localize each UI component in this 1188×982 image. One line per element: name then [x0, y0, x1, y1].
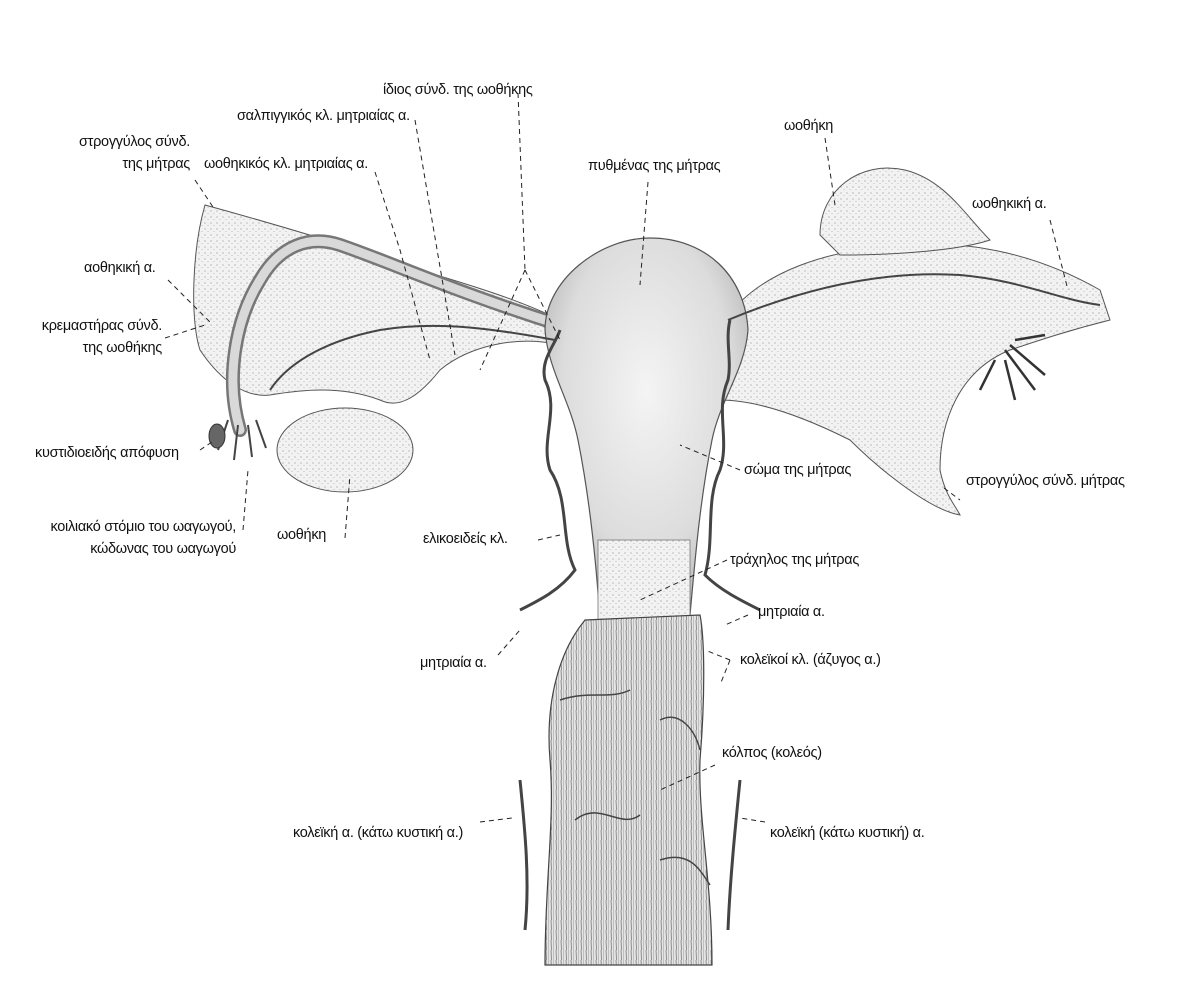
label-pythmenas: πυθμένας της μήτρας	[588, 158, 720, 175]
label-strog-syndesmos-left-1: στρογγύλος σύνδ.	[40, 134, 190, 151]
label-salpiggikos-kladios: σαλπιγγικός κλ. μητριαίας α.	[237, 108, 410, 125]
label-koiliako-2: κώδωνας του ωαγωγού	[10, 541, 236, 558]
label-koleikoi: κολεϊκοί κλ. (άζυγος α.)	[740, 652, 881, 669]
label-mitriaia-left: μητριαία α.	[420, 655, 487, 672]
label-mitriaia-right: μητριαία α.	[758, 604, 825, 621]
label-koleiki-left: κολεϊκή α. (κάτω κυστική α.)	[293, 825, 463, 842]
label-koiliako-1: κοιλιακό στόμιο του ωαγωγού,	[10, 519, 236, 536]
label-strog-syndesmos-left-2: της μήτρας	[40, 156, 190, 173]
label-kremastiras-2: της ωοθήκης	[10, 340, 162, 357]
left-ovary	[277, 408, 413, 492]
label-idios-syndesmos: ίδιος σύνδ. της ωοθήκης	[383, 82, 533, 99]
label-trachilos: τράχηλος της μήτρας	[730, 552, 859, 569]
label-kystidioeidis: κυστιδιοειδής απόφυση	[35, 445, 179, 462]
label-oothiki-top: ωοθήκη	[784, 118, 833, 135]
label-strog-syndesmos-right: στρογγύλος σύνδ. μήτρας	[966, 473, 1125, 490]
appendix-vesiculosa	[209, 424, 225, 448]
label-kremastiras-1: κρεμαστήρας σύνδ.	[10, 318, 162, 335]
label-oothiki-bottom: ωοθήκη	[277, 527, 326, 544]
label-oothikikos-kladios: ωοθηκικός κλ. μητριαίας α.	[204, 156, 368, 173]
label-soma: σώμα της μήτρας	[744, 462, 851, 479]
cervix	[598, 540, 690, 622]
label-oothiki-arteria-right: ωοθηκική α.	[972, 196, 1046, 213]
label-oothiki-arteria-left: αοθηκική α.	[84, 260, 156, 277]
label-elikoeideis: ελικοειδείς κλ.	[423, 531, 508, 548]
label-kolpos: κόλπος (κολεός)	[722, 745, 822, 762]
label-koleiki-right: κολεϊκή (κάτω κυστική) α.	[770, 825, 924, 842]
right-ovary	[820, 168, 990, 255]
vagina	[545, 615, 712, 965]
